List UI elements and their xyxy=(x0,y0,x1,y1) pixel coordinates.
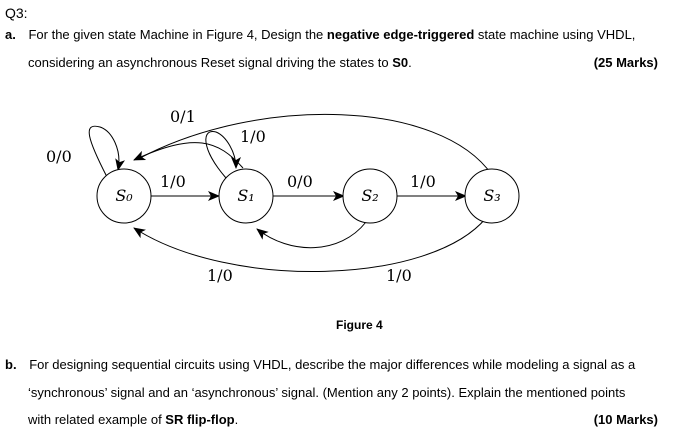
part-b-text-3b: . xyxy=(234,412,239,427)
transition-s3-to-s0-top xyxy=(139,113,493,176)
part-b-text-3: with related example of xyxy=(28,412,166,427)
state-s2 xyxy=(342,168,398,224)
transition-s0-self xyxy=(88,125,126,178)
transition-s2-to-s1 xyxy=(256,221,367,249)
label-s1-to-s2: 0/0 xyxy=(287,172,313,191)
part-a-line-2: considering an asynchronous Reset signal… xyxy=(28,55,412,70)
part-a-text-2b: . xyxy=(408,55,412,70)
part-a-state-ref: S0 xyxy=(392,55,409,70)
part-a-marks: (25 Marks) xyxy=(593,55,658,70)
label-s0-to-s1: 1/0 xyxy=(160,172,186,191)
state-s2-label: S₂ xyxy=(361,186,378,205)
state-s0-label: S₀ xyxy=(115,186,133,205)
state-s1 xyxy=(218,168,274,224)
label-s2-to-s1: 1/0 xyxy=(207,266,233,285)
question-number: Q3: xyxy=(5,5,28,21)
state-s3-label: S₃ xyxy=(483,186,500,205)
label-s1-to-s0: 0/1 xyxy=(170,107,196,126)
part-a-text-1b: state machine using VHDL, xyxy=(474,27,636,42)
part-b-line-3: with related example of SR flip-flop. xyxy=(28,412,238,427)
label-s0-self: 0/0 xyxy=(46,147,72,166)
part-b-letter: b. xyxy=(5,357,17,372)
label-s3-to-s0: 1/0 xyxy=(386,266,412,285)
part-a-text-1: For the given state Machine in Figure 4,… xyxy=(28,27,327,42)
state-s3 xyxy=(464,168,520,224)
part-a-bold-term: negative edge-triggered xyxy=(326,27,475,42)
label-s2-to-s3: 1/0 xyxy=(410,172,436,191)
transition-s3-to-s0 xyxy=(133,217,487,273)
transition-s1-self xyxy=(205,131,241,179)
part-b-line-2: ‘synchronous’ signal and an ‘asynchronou… xyxy=(28,385,626,400)
part-a-text-2: considering an asynchronous Reset signal… xyxy=(28,55,393,70)
state-s0 xyxy=(96,168,152,224)
label-s1-self: 1/0 xyxy=(240,127,266,146)
part-b-line-1: b. For designing sequential circuits usi… xyxy=(5,357,635,372)
state-s1-label: S₁ xyxy=(237,186,254,205)
transition-s1-to-s0 xyxy=(133,142,244,169)
part-b-text-1: For designing sequential circuits using … xyxy=(29,357,636,372)
part-a-line-1: a. For the given state Machine in Figure… xyxy=(5,27,635,42)
part-b-marks: (10 Marks) xyxy=(593,412,658,427)
part-a-letter: a. xyxy=(5,27,16,42)
part-b-bold-term: SR flip-flop xyxy=(165,412,235,427)
figure-caption: Figure 4 xyxy=(336,318,383,332)
